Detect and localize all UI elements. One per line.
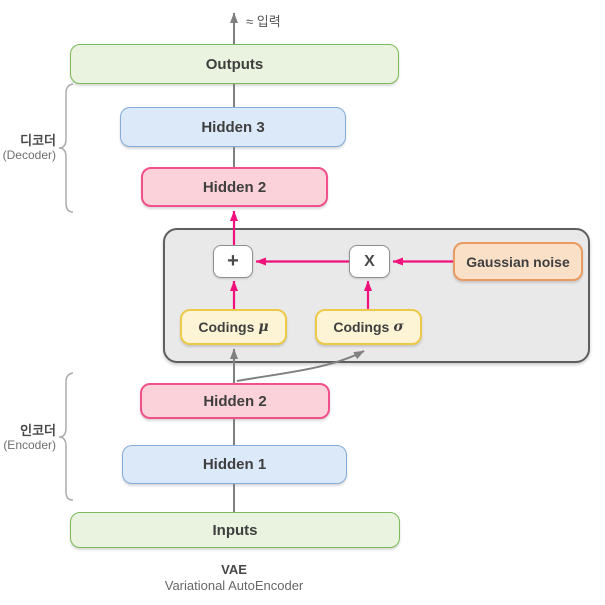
node-inputs: Inputs (70, 512, 400, 548)
decoder-label-english: (Decoder) (2, 147, 56, 162)
node-outputs: Outputs (70, 44, 399, 84)
diagram-caption: VAE Variational AutoEncoder (84, 562, 384, 595)
encoder-label-korean: 인코더 (20, 423, 56, 438)
encoder-bracket-label: 인코더 (Encoder) (0, 423, 56, 453)
node-codings-mu: Codings μ (180, 309, 287, 345)
decoder-bracket-label: 디코더 (Decoder) (0, 133, 56, 163)
node-hidden2-decoder: Hidden 2 (141, 167, 328, 207)
plus-operator-box: + (213, 245, 253, 278)
node-gaussian-noise: Gaussian noise (453, 242, 583, 281)
decoder-brace (58, 83, 74, 213)
approx-input-label: ≈ 입력 (246, 14, 281, 29)
caption-title: VAE (221, 562, 247, 577)
multiply-operator-box: X (349, 245, 390, 278)
node-hidden1: Hidden 1 (122, 445, 347, 484)
mu-symbol: μ (258, 319, 269, 335)
encoder-brace (58, 372, 74, 501)
encoder-label-english: (Encoder) (3, 437, 56, 452)
node-hidden2-encoder: Hidden 2 (140, 383, 330, 419)
sigma-symbol: σ (393, 319, 404, 335)
node-codings-sigma: Codings σ (315, 309, 422, 345)
node-hidden3: Hidden 3 (120, 107, 346, 147)
codings-sigma-text: Codings (333, 319, 390, 335)
codings-mu-text: Codings (198, 319, 255, 335)
decoder-label-korean: 디코더 (20, 133, 56, 148)
caption-subtitle: Variational AutoEncoder (164, 578, 304, 594)
